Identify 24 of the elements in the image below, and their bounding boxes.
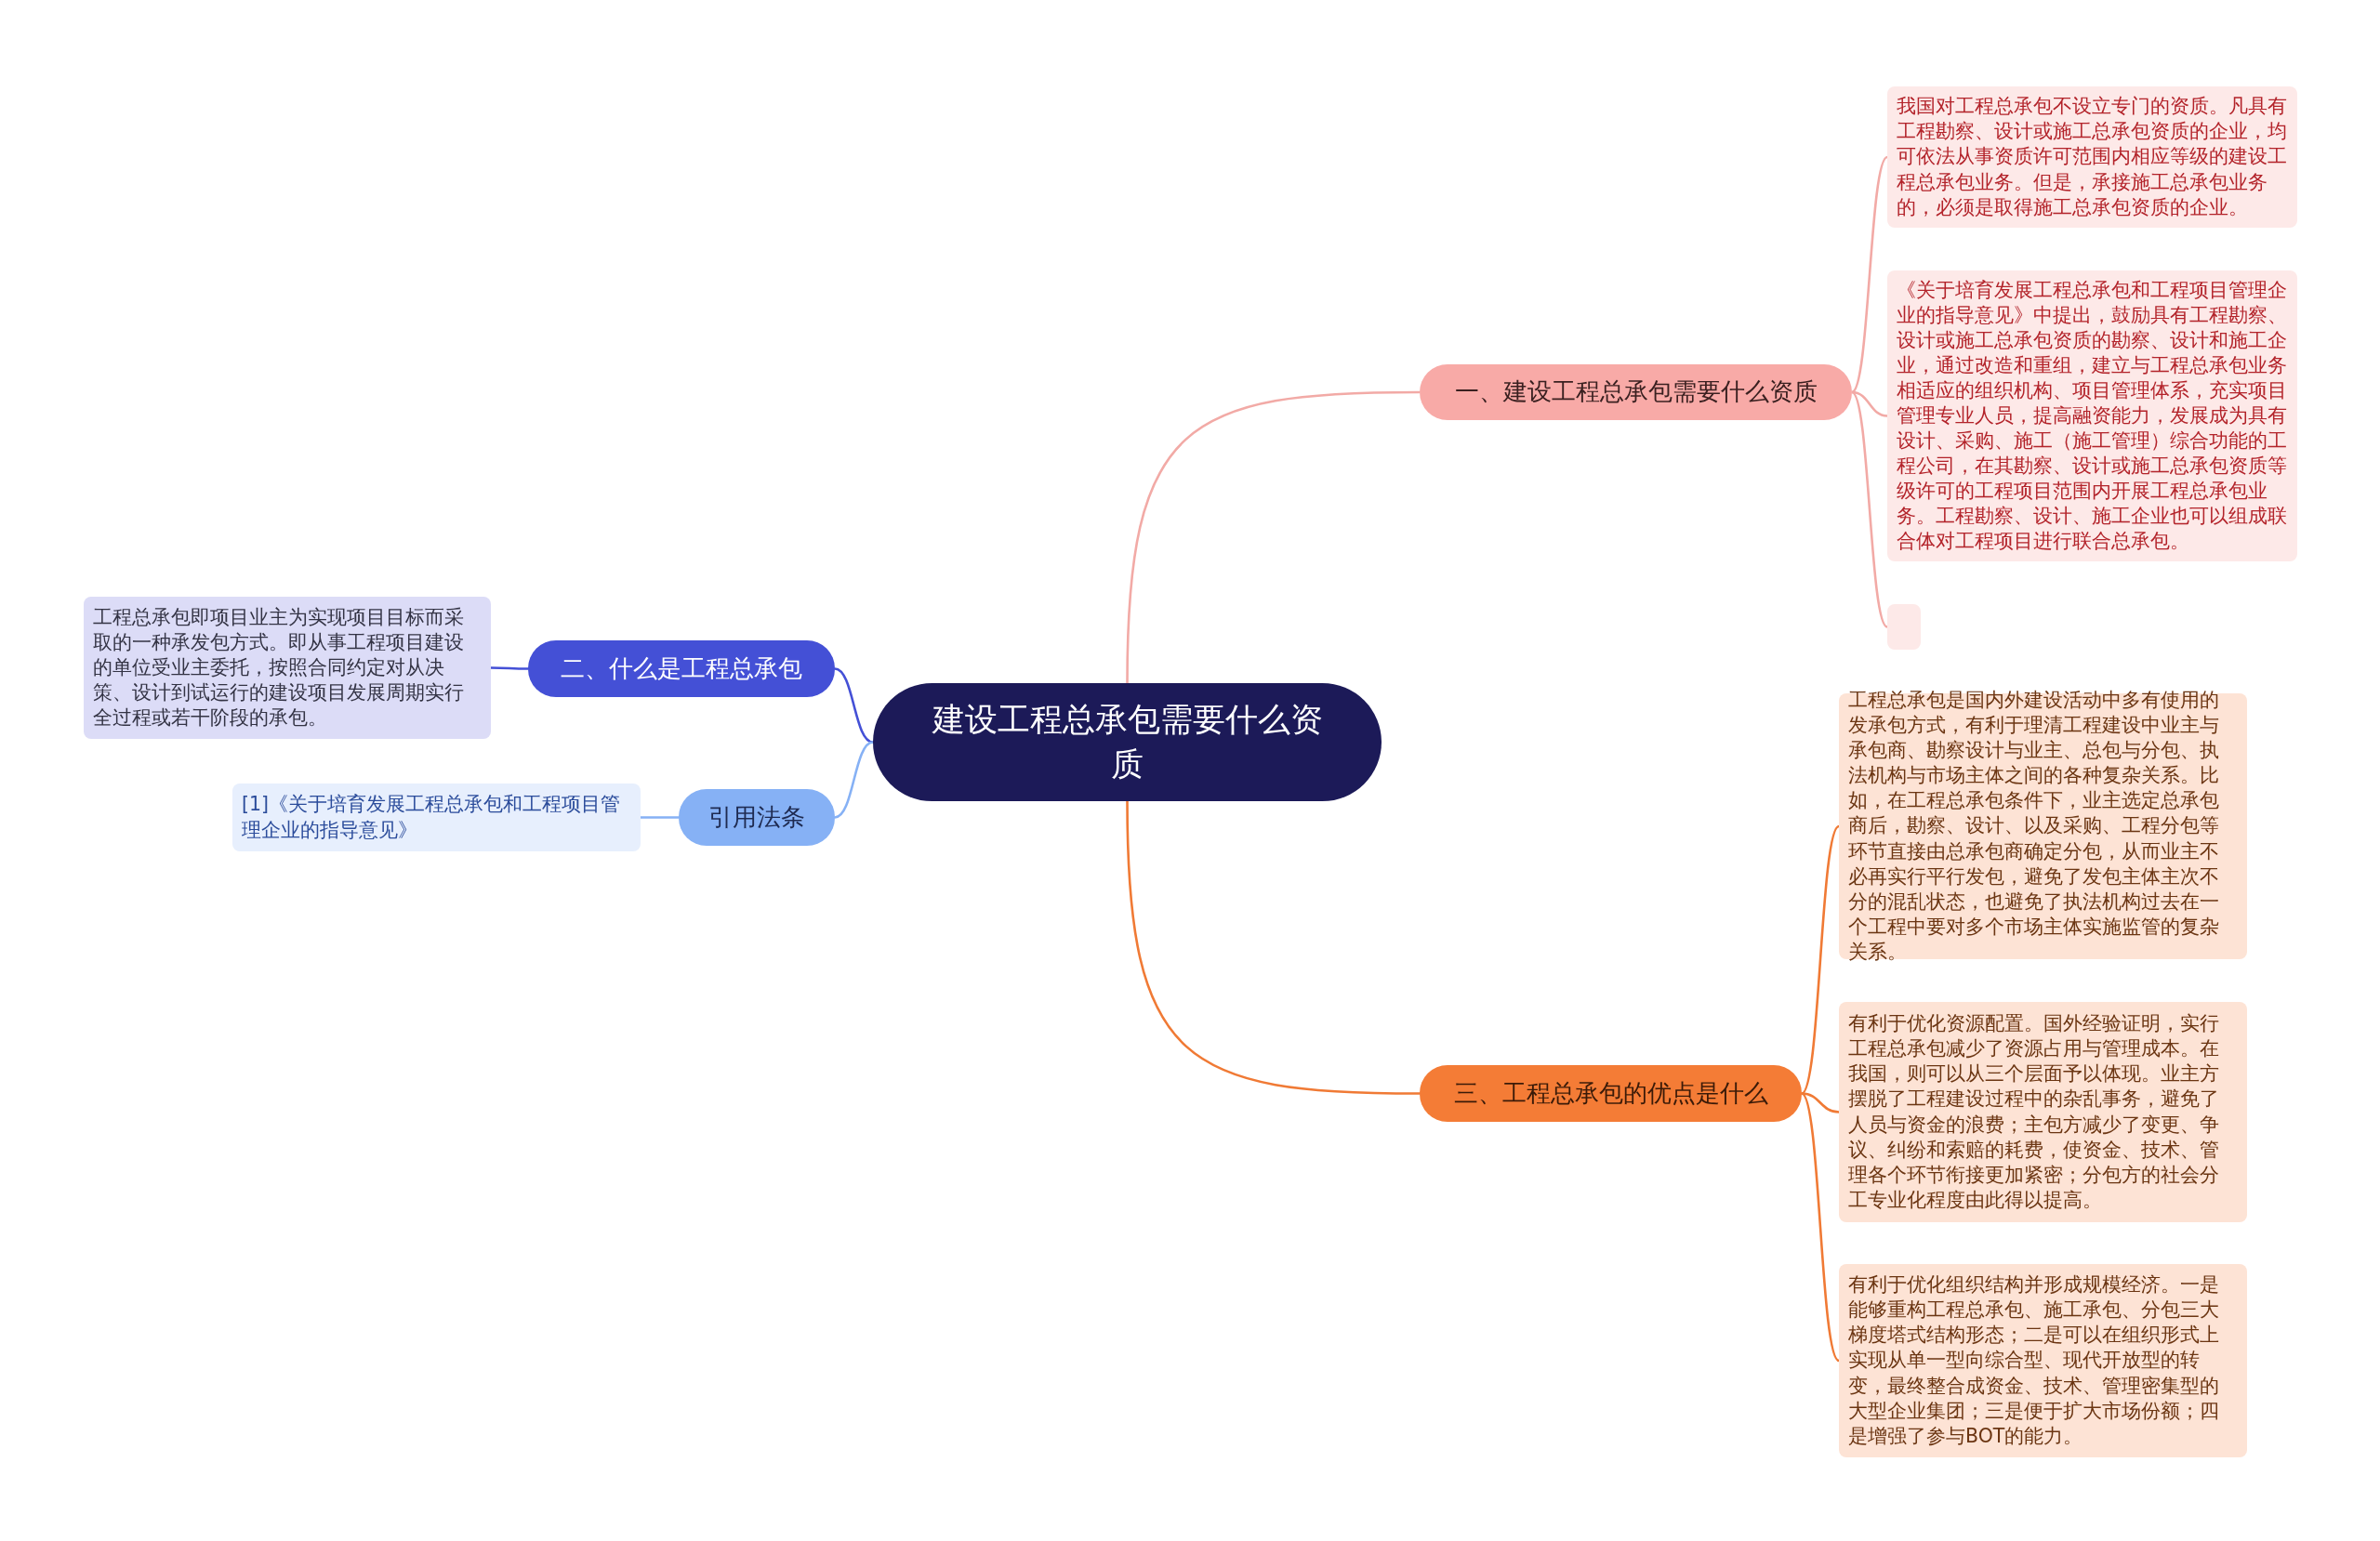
- branch-topic: 引用法条: [679, 789, 835, 846]
- connector-line: [641, 816, 679, 819]
- central-topic: 建设工程总承包需要什么资质: [873, 683, 1382, 801]
- connector-line: [834, 667, 874, 744]
- connector-line: [834, 741, 874, 819]
- connector-line: [1851, 391, 1888, 628]
- note-box: 有利于优化资源配置。国外经验证明，实行工程总承包减少了资源占用与管理成本。在我国，则可以从三个层面予以体现。业主方摆脱了工程建设过程中的杂乱事务，避免了人员与资金的浪费；主包方减少了变更、争议、纠纷和索赔的耗费，使资金、技术、管理各个环节衔接更加紧密；分包方的社会分工专业化程度由此得以提高。: [1839, 1002, 2247, 1222]
- empty-box: [1887, 604, 1921, 650]
- connector-line: [1801, 825, 1840, 1095]
- connector-line: [1851, 390, 1888, 417]
- note-box: [1]《关于培育发展工程总承包和工程项目管理企业的指导意见》: [232, 784, 641, 851]
- branch-topic: 一、建设工程总承包需要什么资质: [1420, 364, 1852, 420]
- branch-topic: 三、工程总承包的优点是什么: [1420, 1065, 1802, 1122]
- branch-topic: 二、什么是工程总承包: [528, 640, 835, 697]
- note-box: 我国对工程总承包不设立专门的资质。凡具有工程勘察、设计或施工总承包资质的企业，均可依法从事资质许可范围内相应等级的建设工程总承包业务。但是，承接施工总承包业务的，必须是取得施工总承包资质的企业。: [1887, 86, 2297, 228]
- connector-line: [491, 666, 528, 670]
- connector-line: [1126, 390, 1420, 684]
- connector-line: [1126, 800, 1420, 1095]
- connector-line: [1801, 1092, 1840, 1362]
- connector-line: [1801, 1092, 1840, 1113]
- connector-line: [1851, 156, 1888, 393]
- note-box: 有利于优化组织结构并形成规模经济。一是能够重构工程总承包、施工承包、分包三大梯度塔式结构形态；二是可以在组织形式上实现从单一型向综合型、现代开放型的转变，最终整合成资金、技术、管理密集型的大型企业集团；三是便于扩大市场份额；四是增强了参与BOT的能力。: [1839, 1264, 2247, 1457]
- note-box: 《关于培育发展工程总承包和工程项目管理企业的指导意见》中提出，鼓励具有工程勘察、设计或施工总承包资质的勘察、设计和施工企业，通过改造和重组，建立与工程总承包业务相适应的组织机构、项目管理体系，充实项目管理专业人员，提高融资能力，发展成为具有设计、采购、施工（施工管理）综合功能的工程公司，在其勘察、设计或施工总承包资质等级许可的工程项目范围内开展工程总承包业务。工程勘察、设计、施工企业也可以组成联合体对工程项目进行联合总承包。: [1887, 270, 2297, 561]
- note-box: 工程总承包即项目业主为实现项目目标而采取的一种承发包方式。即从事工程项目建设的单位受业主委托，按照合同约定对从决策、设计到试运行的建设项目发展周期实行全过程或若干阶段的承包。: [84, 597, 491, 739]
